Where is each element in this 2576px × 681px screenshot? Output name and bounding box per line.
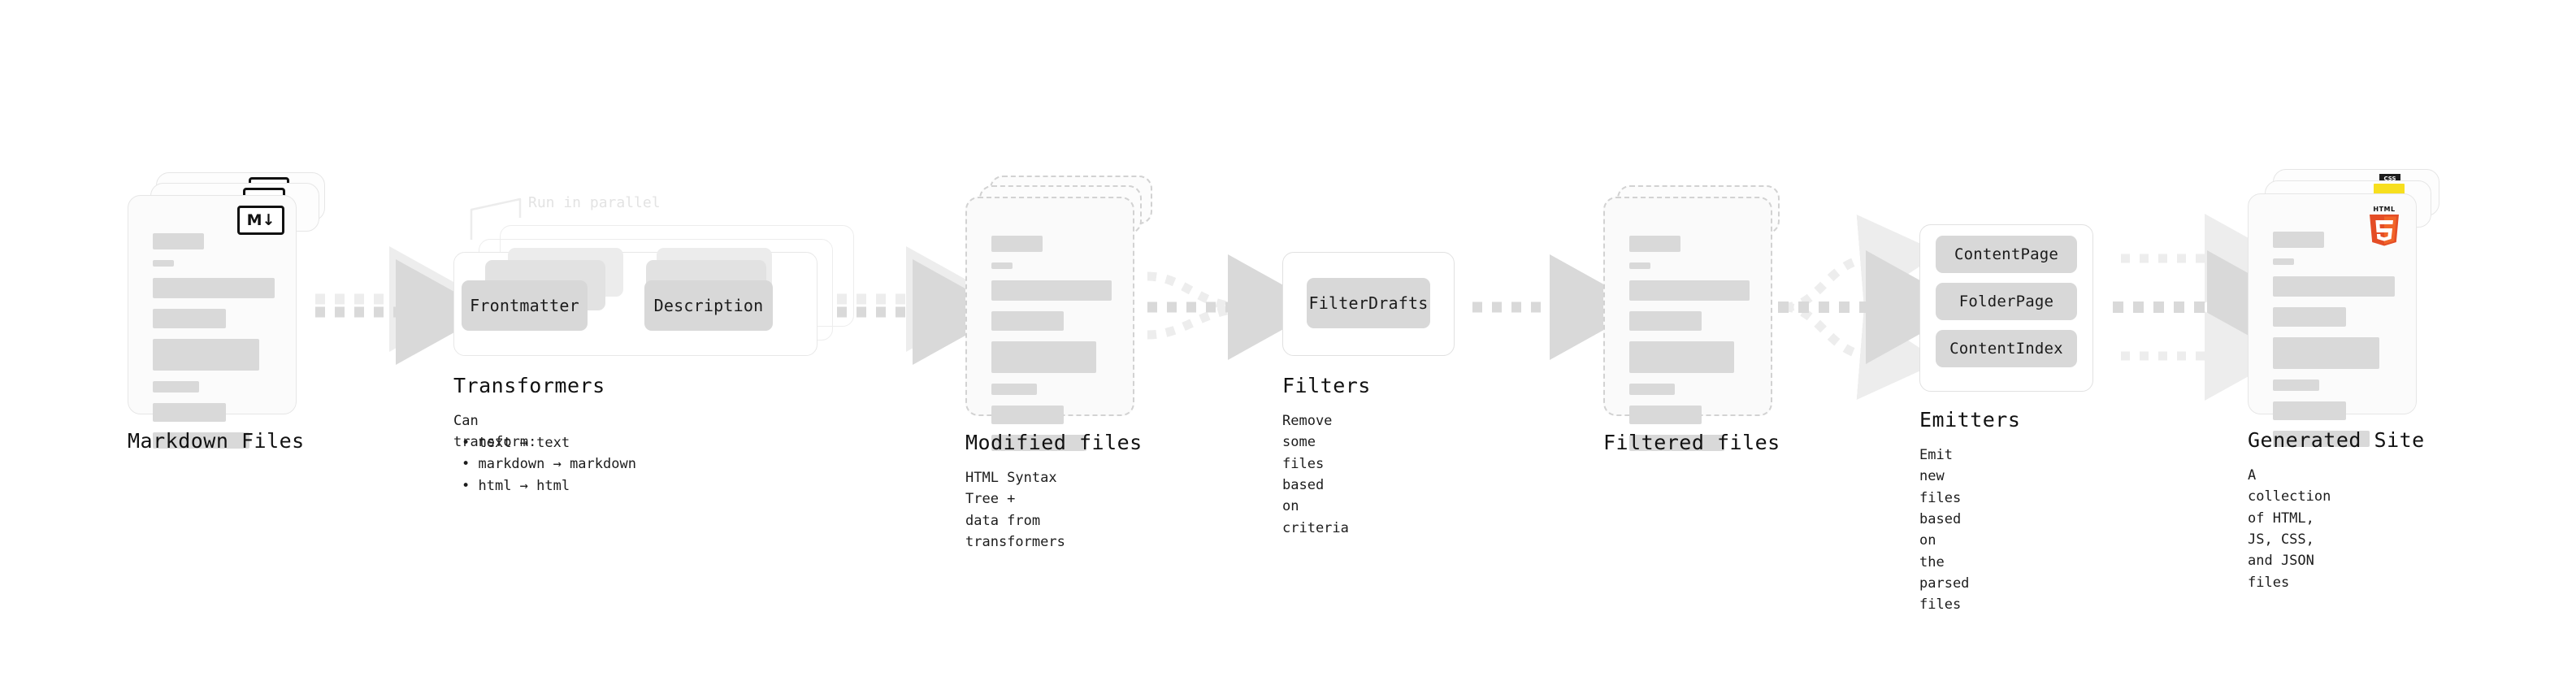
svg-text:CSS: CSS bbox=[2383, 176, 2396, 182]
run-in-parallel-label: Run in parallel bbox=[528, 194, 661, 211]
stage-subtitle-modified-files: HTML Syntax Tree + data from transformer… bbox=[965, 470, 1065, 551]
chip-description[interactable]: Description bbox=[644, 280, 773, 331]
card-placeholder-bars bbox=[2273, 232, 2395, 458]
stage-title-emitters: Emitters bbox=[1919, 408, 2021, 432]
transformer-bullets: • text → text • markdown → markdown • ht… bbox=[462, 432, 636, 497]
connector-modified-to-filters bbox=[1147, 254, 1323, 360]
html5-badge: HTML bbox=[2366, 204, 2403, 249]
stage-title-transformers: Transformers bbox=[453, 374, 605, 397]
markdown-badge-front: M↓ bbox=[237, 206, 284, 235]
connector-emitters-to-generated bbox=[2113, 214, 2309, 401]
transformer-bullet-0: • text → text bbox=[462, 435, 570, 451]
stage-subtitle-filters: Remove some files based on criteria bbox=[1282, 413, 1349, 536]
stage-title-markdown-files: Markdown Files bbox=[128, 429, 305, 453]
filtered-card-front[interactable] bbox=[1603, 197, 1772, 451]
card-placeholder-bars bbox=[991, 236, 1112, 462]
card-placeholder-bars bbox=[153, 233, 275, 459]
stage-title-modified-files: Modified files bbox=[965, 431, 1143, 454]
stage-title-generated-site: Generated Site bbox=[2248, 428, 2425, 452]
chip-frontmatter[interactable]: Frontmatter bbox=[462, 280, 588, 331]
markdown-card-front[interactable]: M↓ bbox=[128, 195, 297, 449]
svg-text:HTML: HTML bbox=[2373, 206, 2395, 213]
chip-filterdrafts[interactable]: FilterDrafts bbox=[1307, 278, 1430, 328]
stage-subtitle-generated-site: A collection of HTML, JS, CSS, and JSON … bbox=[2248, 467, 2331, 591]
transformer-bullet-1: • markdown → markdown bbox=[462, 456, 636, 473]
chip-contentindex[interactable]: ContentIndex bbox=[1936, 330, 2077, 367]
connector-markdown-to-transformers bbox=[315, 246, 491, 365]
stage-subtitle-transformers: Can transform: bbox=[453, 413, 537, 451]
stage-title-filters: Filters bbox=[1282, 374, 1371, 397]
stage-subtitle-emitters: Emit new files based on the parsed files bbox=[1919, 447, 1970, 614]
generated-card-front[interactable]: HTML bbox=[2248, 193, 2417, 447]
chip-contentpage[interactable]: ContentPage bbox=[1936, 236, 2077, 273]
connector-filtered-to-emitters bbox=[1778, 215, 1968, 400]
stage-title-filtered-files: Filtered files bbox=[1603, 431, 1780, 454]
chip-folderpage[interactable]: FolderPage bbox=[1936, 283, 2077, 320]
card-placeholder-bars bbox=[1629, 236, 1750, 462]
transformer-bullet-2: • html → html bbox=[462, 477, 570, 494]
modified-card-front[interactable] bbox=[965, 197, 1134, 451]
html5-icon: HTML bbox=[2370, 206, 2399, 246]
